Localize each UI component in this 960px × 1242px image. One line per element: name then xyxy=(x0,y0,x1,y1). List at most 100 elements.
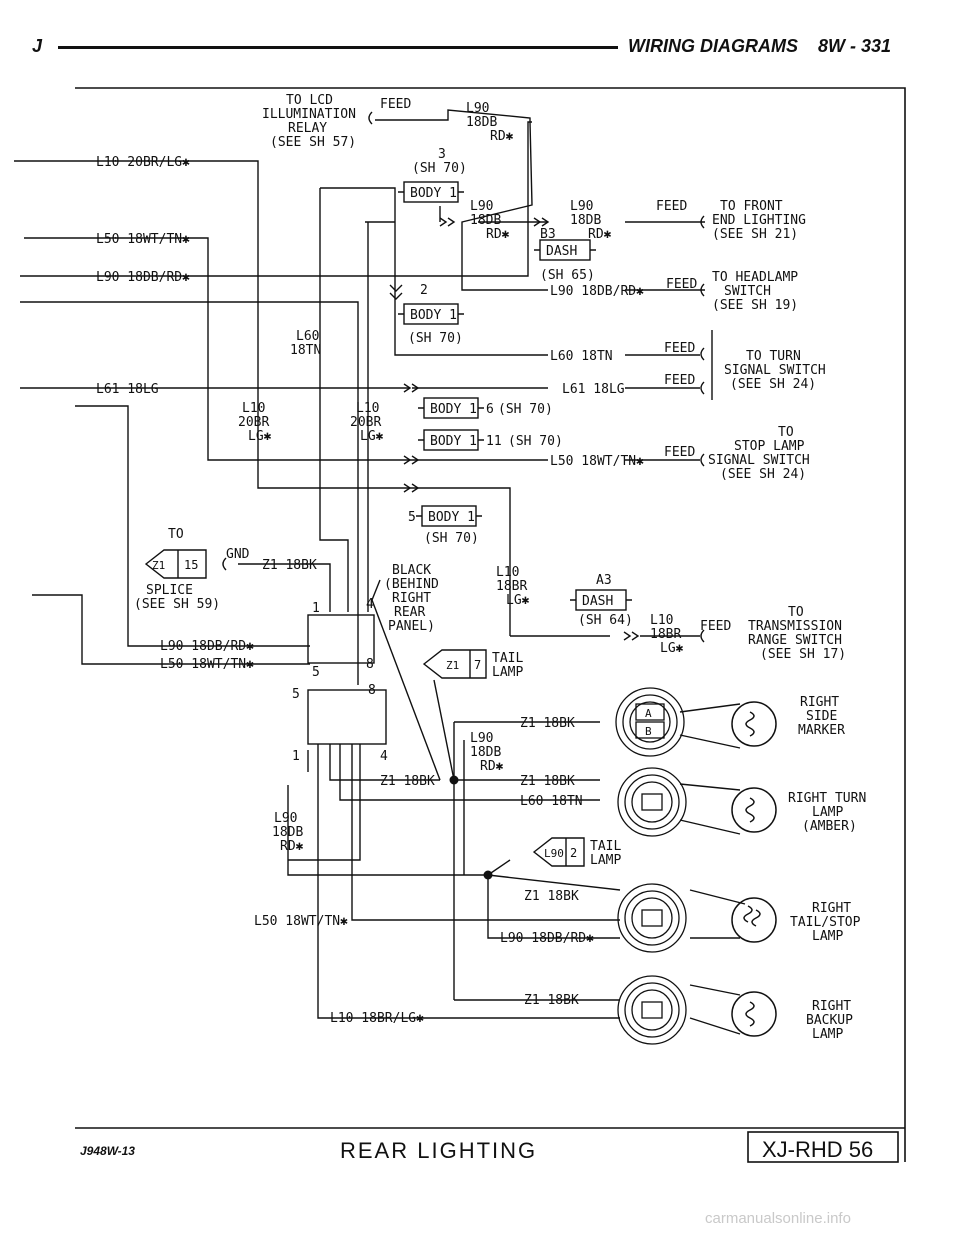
side-marker-line3: MARKER xyxy=(798,723,845,738)
side-l90-wire: L90 xyxy=(470,731,493,746)
upper-conn-pin-1: 1 xyxy=(312,601,320,616)
headlamp-dest-line1: TO HEADLAMP xyxy=(712,270,798,285)
trans-wire-lg: LG✱ xyxy=(660,641,684,656)
tail7-number: 7 xyxy=(474,658,481,672)
mid-wire-l90-18db: L90 18DB/RD✱ xyxy=(160,639,254,654)
turn-feed-b: FEED xyxy=(664,373,695,388)
tail-stop-line2: TAIL/STOP xyxy=(790,915,861,930)
mid-pin-5: 5 xyxy=(408,510,416,525)
backup-z1-wire: Z1 18BK xyxy=(524,993,579,1008)
black-conn-line4: REAR xyxy=(394,605,425,620)
trans-dest-line1: TO xyxy=(788,605,804,620)
turn-dest-line3: (SEE SH 24) xyxy=(730,377,816,392)
black-conn-line5: PANEL) xyxy=(388,619,435,634)
mid-body-sheet-ref: (SH 70) xyxy=(424,531,479,546)
backup-line1: RIGHT xyxy=(812,999,851,1014)
tail-stop-line3: LAMP xyxy=(812,929,843,944)
tail2-label-line2: LAMP xyxy=(590,853,621,868)
tail2-l90: L90 xyxy=(544,847,564,860)
left-18db-wire: 18DB xyxy=(272,825,303,840)
stop-wire-l50: L50 18WT/TN✱ xyxy=(550,454,644,469)
front-wire-l90-right: L90 xyxy=(570,199,593,214)
watermark: carmanualsonline.info xyxy=(705,1210,851,1227)
stop-z1-wire: Z1 18BK xyxy=(524,889,579,904)
black-conn-line1: BLACK xyxy=(392,563,431,578)
header-rule xyxy=(58,46,618,49)
trans-wire-18br: 18BR xyxy=(650,627,681,642)
tail2-label-line1: TAIL xyxy=(590,839,621,854)
trans-dest-line3: RANGE SWITCH xyxy=(748,633,842,648)
footer-title: REAR LIGHTING xyxy=(340,1138,537,1163)
turn-dest-line1: TO TURN xyxy=(746,349,801,364)
lamp-socket-side-marker xyxy=(615,687,685,757)
tail7-label-line2: LAMP xyxy=(492,665,523,680)
turn-dest-line2: SIGNAL SWITCH xyxy=(724,363,826,378)
wire-label-l61-18lg: L61 18LG xyxy=(96,382,159,397)
header-left-letter: J xyxy=(32,36,43,56)
wire-label-l50-18wt: L50 18WT/TN✱ xyxy=(96,232,190,247)
connector-box-body1-d xyxy=(418,429,484,451)
lcd-wire-l90: L90 xyxy=(466,101,489,116)
turn-lamp-line1: RIGHT TURN xyxy=(788,791,866,806)
lcd-connector-pin: 3 xyxy=(438,147,446,162)
connector-box-body1-c xyxy=(418,397,484,419)
stop-wire-a-l10: L10 xyxy=(242,401,265,416)
lcd-relay-line1: TO LCD xyxy=(286,93,333,108)
inline-plugs xyxy=(389,217,640,641)
backup-line2: BACKUP xyxy=(806,1013,853,1028)
turn-wire-l60: L60 xyxy=(296,329,319,344)
socket-pin-a: A xyxy=(645,707,652,720)
bulb-side-marker-icon xyxy=(731,701,777,747)
connector-label-dash-a: DASH xyxy=(546,244,577,259)
side-z1-wire: Z1 18BK xyxy=(520,716,575,731)
stop-dest-line2: STOP LAMP xyxy=(734,439,805,454)
turn-lamp-line2: LAMP xyxy=(812,805,843,820)
front-wire-l90-left: L90 xyxy=(470,199,493,214)
front-dest-line1: TO FRONT xyxy=(720,199,783,214)
headlamp-sheet-ref: (SH 65) xyxy=(540,268,595,283)
front-dest-line3: (SEE SH 21) xyxy=(712,227,798,242)
stop-l90-wire: L90 18DB/RD✱ xyxy=(500,931,594,946)
connector-box-dash-b xyxy=(570,589,632,611)
lcd-relay-line2: ILLUMINATION xyxy=(262,107,356,122)
mid-pin-a3: A3 xyxy=(596,573,612,588)
headlamp-pin-2: 2 xyxy=(420,283,428,298)
connector-box-body1-a xyxy=(398,181,464,203)
lower-conn-pin-5: 5 xyxy=(292,687,300,702)
black-conn-line3: RIGHT xyxy=(392,591,431,606)
splice-number-15: 15 xyxy=(184,558,198,572)
header-page-number: 8W - 331 xyxy=(818,36,892,56)
lcd-relay-line3: RELAY xyxy=(288,121,327,136)
lcd-wire-18db: 18DB xyxy=(466,115,497,130)
header-title: WIRING DIAGRAMS xyxy=(628,36,798,56)
connector-label-body1-e: BODY 1 xyxy=(428,510,475,525)
front-wire-18db-right: 18DB xyxy=(570,213,601,228)
side-marker-line2: SIDE xyxy=(806,709,837,724)
connector-box-body1-e xyxy=(416,505,482,527)
front-dest-line2: END LIGHTING xyxy=(712,213,806,228)
turn-l60-wire: L60 18TN xyxy=(520,794,583,809)
tail-marker-2 xyxy=(532,837,585,867)
stop-pin-11: 11 xyxy=(486,434,502,449)
lamp-socket-turn xyxy=(617,767,687,837)
headlamp-dest-line2: SWITCH xyxy=(724,284,771,299)
connector-box-body1-b xyxy=(398,303,464,325)
diagram-frame xyxy=(75,87,906,1163)
stop-dest-line1: TO xyxy=(778,425,794,440)
connector-label-body1-b: BODY 1 xyxy=(410,308,457,323)
stop-wire-b-lg: LG✱ xyxy=(360,429,384,444)
bulb-backup-icon xyxy=(731,991,777,1037)
trans-dest-line4: (SEE SH 17) xyxy=(760,647,846,662)
backup-l10-wire: L10 18BR/LG✱ xyxy=(330,1011,424,1026)
bulb-turn-icon xyxy=(731,787,777,833)
turn-pin-6: 6 xyxy=(486,402,494,417)
front-wire-rd-right: RD✱ xyxy=(588,227,612,242)
wire-label-l10-20br: L10 20BR/LG✱ xyxy=(96,155,190,170)
splice-marker-15 xyxy=(144,549,207,579)
mid-wire-l50-18wt: L50 18WT/TN✱ xyxy=(160,657,254,672)
front-wire-18db-left: 18DB xyxy=(470,213,501,228)
backup-line3: LAMP xyxy=(812,1027,843,1042)
connector-label-body1-c: BODY 1 xyxy=(430,402,477,417)
bulb-tail-stop-icon xyxy=(731,897,777,943)
